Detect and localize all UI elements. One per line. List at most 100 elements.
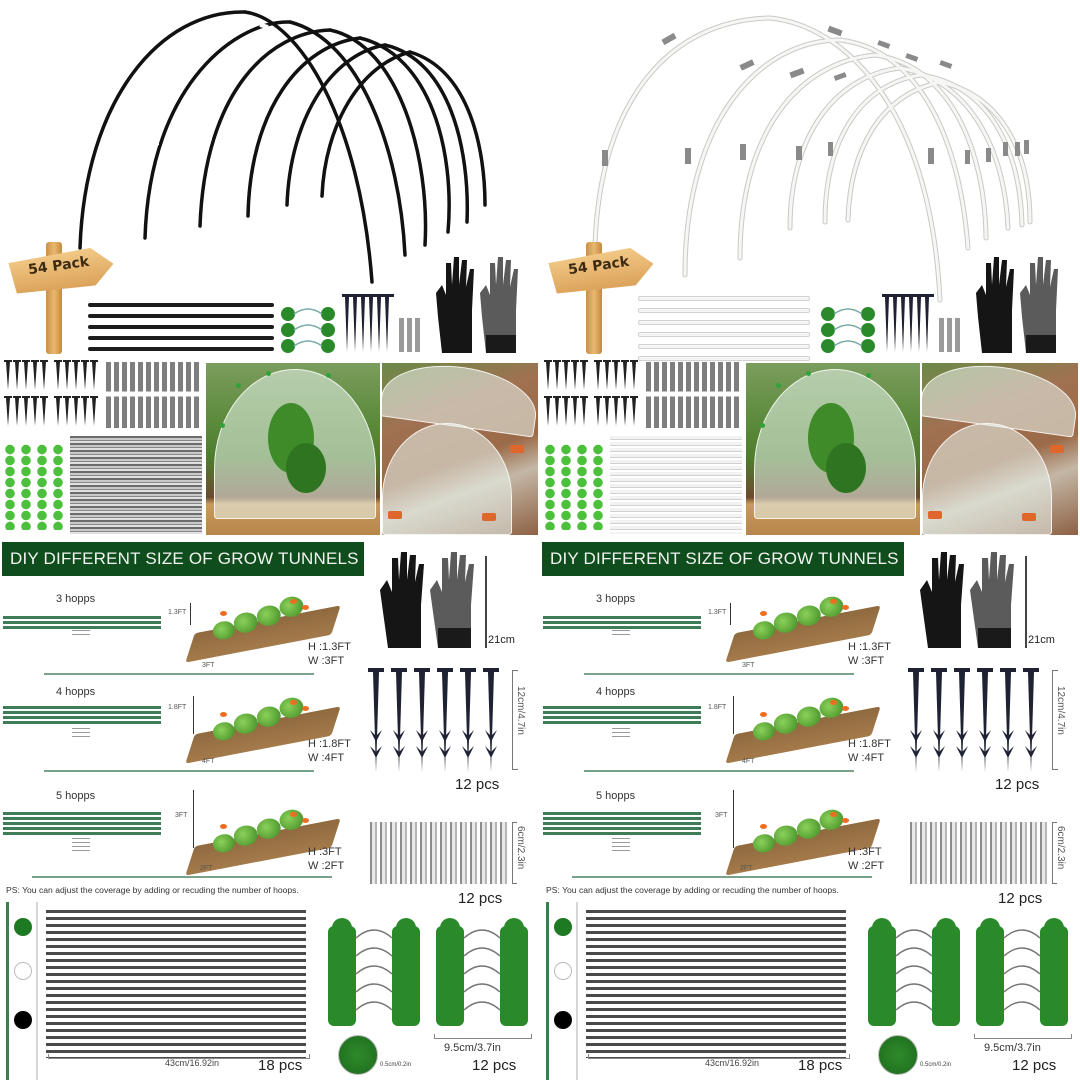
connector-measure-bracket	[1052, 822, 1057, 884]
size-option-4-hoops: 4 hopps 1.8FT 4FT H :1.8FT W :4FT	[0, 678, 360, 778]
glove-measure-line	[1025, 556, 1027, 648]
panel-black-variant: 54 Pack	[0, 10, 538, 1080]
black-hoops-illustration	[78, 10, 487, 284]
hoop-lines	[3, 706, 161, 726]
stake-size-label: 12cm/4.7in	[1055, 686, 1066, 735]
connector-count-label: 12 pcs	[998, 890, 1043, 907]
clip-thickness-label: 0.5cm/0.2in	[920, 1062, 952, 1068]
gloves-icon	[380, 552, 474, 648]
hoop-lines	[3, 616, 161, 631]
color-option-black[interactable]	[554, 1011, 572, 1029]
hoops-count-label: 5 hopps	[56, 790, 96, 802]
hoop-clips-icon	[436, 918, 528, 1026]
hoop-lines	[543, 706, 701, 726]
width-label: W :4FT	[848, 752, 885, 764]
clips-grid-icon	[542, 444, 606, 530]
hoop-lines	[3, 812, 161, 837]
clip-count-label: 12 pcs	[1012, 1057, 1057, 1074]
straight-rods-bundle	[46, 910, 306, 1058]
height-tick: 1.3FT	[708, 609, 727, 616]
connectors-small-icon	[399, 318, 420, 352]
ground-stakes-icon	[908, 668, 1039, 772]
rods-bundle-image	[70, 436, 202, 534]
hoop-lines	[543, 616, 701, 631]
stake-measure-bracket	[512, 670, 518, 770]
coverage-note: PS: You can adjust the coverage by addin…	[6, 885, 299, 895]
height-label: H :3FT	[308, 846, 342, 858]
width-tick: 3FT	[742, 662, 755, 669]
rod-measure-line	[588, 1054, 850, 1059]
grow-tunnel-sizes-banner: DIY DIFFERENT SIZE OF GROW TUNNELS	[2, 542, 364, 576]
clip-detail-zoom	[338, 1035, 378, 1075]
color-option-black[interactable]	[14, 1011, 32, 1029]
connector-size-label: 6cm/2.3in	[1055, 826, 1066, 870]
size-option-5-hoops: 5 hopps 3FT 2FT H :3FT W :2FT	[0, 780, 360, 880]
color-option-white[interactable]	[14, 962, 32, 980]
divider	[32, 876, 332, 878]
top-rods-bundle	[638, 296, 810, 368]
stake-size-label: 12cm/4.7in	[515, 686, 526, 735]
clips-small-icon	[281, 307, 335, 353]
width-label: W :3FT	[308, 655, 345, 667]
color-option-green[interactable]	[554, 918, 572, 936]
clip-size-label: 9.5cm/3.7in	[444, 1042, 501, 1054]
pack-count-sign: 54 Pack	[548, 238, 658, 358]
raised-bed-tunnel-photo	[746, 363, 920, 535]
height-tick: 1.8FT	[708, 704, 727, 711]
stake-count-label: 12 pcs	[455, 776, 500, 793]
hoop-clips-icon	[976, 918, 1068, 1026]
color-option-white[interactable]	[554, 962, 572, 980]
size-option-3-hoops: 3 hopps 1.3FT 3FT H :1.3FT W :3FT	[540, 585, 900, 685]
hoops-count-label: 4 hopps	[56, 686, 96, 698]
width-label: W :3FT	[848, 655, 885, 667]
divider	[44, 673, 314, 675]
rod-count-label: 18 pcs	[798, 1057, 843, 1074]
hoop-clips-icon	[328, 918, 420, 1026]
rod-size-label: 43cm/16.92in	[705, 1058, 760, 1068]
size-option-3-hoops: 3 hopps 1.3FT 3FT H :1.3FT W :3FT	[0, 585, 360, 685]
height-tick: 1.8FT	[168, 704, 187, 711]
height-label: H :3FT	[848, 846, 882, 858]
glove-measure-line	[485, 556, 487, 648]
connector-tubes-icon	[370, 822, 508, 884]
rod-size-label: 43cm/16.92in	[165, 1058, 220, 1068]
color-options-rail	[546, 902, 549, 1080]
raised-bed-illustration	[185, 695, 341, 764]
divider	[584, 770, 854, 772]
clips-grid-icon	[2, 444, 66, 530]
hoops-count-label: 5 hopps	[596, 790, 636, 802]
field-row-tunnels-photo	[382, 363, 538, 535]
gloves-top-icon	[436, 257, 518, 353]
width-tick: 2FT	[200, 865, 213, 872]
divider	[44, 770, 314, 772]
width-tick: 2FT	[740, 865, 753, 872]
white-hoops-illustration	[592, 15, 1033, 303]
height-tick: 1.3FT	[168, 609, 187, 616]
connector-measure-bracket	[512, 822, 517, 884]
stake-measure-bracket	[1052, 670, 1058, 770]
hoop-clips-icon	[868, 918, 960, 1026]
width-tick: 3FT	[202, 662, 215, 669]
connector-count-label: 12 pcs	[458, 890, 503, 907]
gloves-top-icon	[976, 257, 1058, 353]
height-label: H :1.8FT	[308, 738, 351, 750]
color-option-green[interactable]	[14, 918, 32, 936]
height-label: H :1.3FT	[848, 641, 891, 653]
stakes-small-icon	[882, 294, 934, 352]
clip-size-label: 9.5cm/3.7in	[984, 1042, 1041, 1054]
top-rods-bundle	[88, 303, 274, 358]
raised-bed-illustration	[725, 807, 881, 876]
size-option-5-hoops: 5 hopps 3FT 2FT H :3FT W :2FT	[540, 780, 900, 880]
coverage-note: PS: You can adjust the coverage by addin…	[546, 885, 839, 895]
width-tick: 4FT	[202, 758, 215, 765]
glove-size-label: 21cm	[488, 634, 515, 646]
stakes-small-icon	[342, 294, 394, 352]
connectors-grid-icon	[646, 362, 742, 428]
glove-size-label: 21cm	[1028, 634, 1055, 646]
connectors-small-icon	[939, 318, 960, 352]
clip-detail-zoom	[878, 1035, 918, 1075]
color-options-rail	[6, 902, 9, 1080]
clip-count-label: 12 pcs	[472, 1057, 517, 1074]
hoops-count-label: 3 hopps	[56, 593, 96, 605]
raised-bed-illustration	[725, 594, 881, 663]
